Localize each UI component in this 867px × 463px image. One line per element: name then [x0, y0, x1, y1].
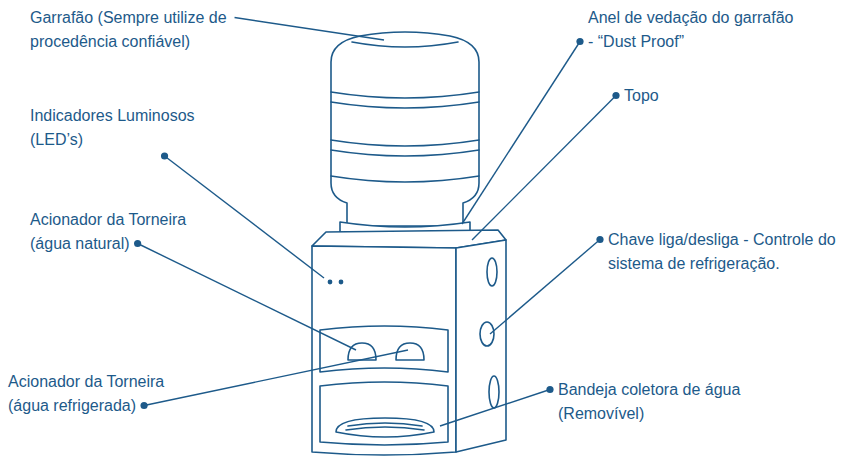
part-label: Indicadores Luminosos (LED’s) [30, 104, 215, 152]
leader-line [462, 42, 580, 225]
bottle-ring [331, 92, 479, 182]
label-holder: Garrafão (Sempre utilize de procedência … [30, 6, 235, 54]
power-switch [480, 322, 494, 346]
part-label: Chave liga/desliga - Controle do sistema… [608, 228, 848, 276]
leader-line [144, 350, 408, 406]
water-bottle [331, 32, 479, 226]
leader-dot [134, 240, 141, 247]
side-vent [487, 258, 497, 286]
label-holder: Indicadores Luminosos (LED’s) [30, 104, 215, 152]
part-label: Topo [624, 84, 704, 108]
leader-line [440, 390, 550, 427]
cooler-front [312, 246, 456, 455]
led-indicator [339, 280, 342, 283]
part-label: Anel de vedação do garrafão - “Dust Proo… [588, 6, 798, 54]
leader-line [235, 18, 384, 41]
leader-line [165, 156, 324, 278]
part-label: Acionador da Torneira (água refrigerada) [8, 370, 188, 418]
label-holder: Chave liga/desliga - Controle do sistema… [608, 228, 848, 276]
leader-dot [596, 236, 603, 243]
label-holder: Acionador da Torneira (água natural) [30, 208, 210, 256]
part-label: Bandeja coletora de água (Removível) [558, 378, 758, 426]
leader-dot [576, 38, 583, 45]
label-holder: Bandeja coletora de água (Removível) [558, 378, 758, 426]
part-label: Garrafão (Sempre utilize de procedência … [30, 6, 235, 54]
led-indicator [328, 280, 331, 283]
leader-dot [612, 92, 619, 99]
cooler-side [456, 240, 506, 452]
leader-line [138, 244, 356, 351]
leader-dot [140, 402, 147, 409]
part-label: Acionador da Torneira (água natural) [30, 208, 210, 256]
drip-tray [336, 418, 434, 437]
leader-line [490, 240, 600, 335]
leader-dot [546, 386, 553, 393]
label-holder: Anel de vedação do garrafão - “Dust Proo… [588, 6, 798, 54]
leader-dot [161, 152, 168, 159]
tray-grate [346, 423, 424, 430]
leader-line [472, 96, 616, 241]
dispense-cavity [320, 382, 448, 445]
bottle-cap [352, 42, 458, 47]
label-holder: Topo [624, 84, 704, 108]
label-holder: Acionador da Torneira (água refrigerada) [8, 370, 188, 418]
side-vent [489, 376, 499, 408]
